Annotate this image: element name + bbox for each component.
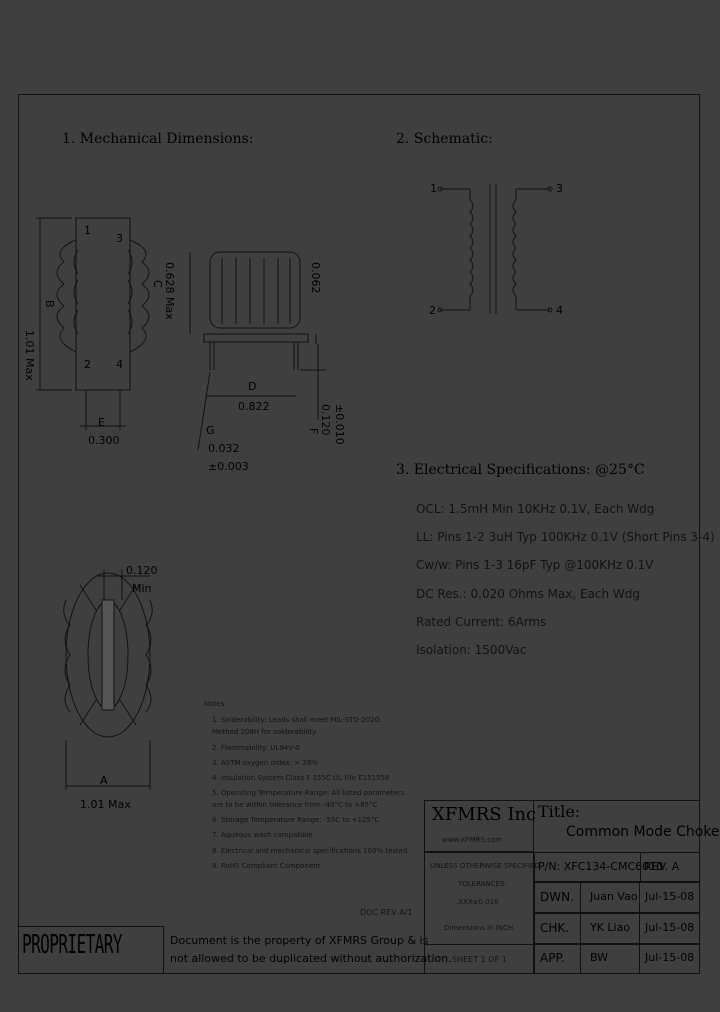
note-line: 3. ASTM oxygen index: > 28% — [212, 759, 318, 767]
note-line: 8. Electrical and mechanical specificati… — [212, 847, 408, 855]
rev-cell — [640, 852, 700, 882]
note-line: 9. RoHS Compliant Component — [212, 862, 321, 870]
pin-label-1: 1 — [84, 224, 91, 237]
name-app: BW — [590, 951, 609, 964]
bottom-view-outer — [65, 572, 151, 738]
spec-ocl: OCL: 1.5mH Min 10KHz 0.1V, Each Wdg — [416, 502, 655, 516]
spec-dcr: DC Res.: 0.020 Ohms Max, Each Wdg — [416, 587, 641, 601]
sheet-number: SHEET 1 OF 1 — [452, 955, 507, 964]
bottom-view-core — [101, 599, 115, 711]
dimensions-unit: Dimensions in INCH — [444, 924, 514, 932]
date-chk: Jul-15-08 — [645, 921, 695, 934]
front-view-body — [75, 217, 131, 391]
dim-g-letter: G — [206, 424, 215, 437]
schematic-pin-2: 2 — [429, 304, 436, 317]
spec-cww: Cw/w: Pins 1-3 16pF Typ @100KHz 0.1V — [416, 558, 654, 572]
note-line: 4. Insulation System Class F 155C UL Fil… — [212, 774, 390, 782]
dim-g-tol: ±0.003 — [208, 460, 249, 473]
dim-c-right: 0.062 — [309, 262, 322, 294]
dim-g-value: 0.032 — [208, 442, 240, 455]
proprietary-line2: not allowed to be duplicated without aut… — [170, 952, 452, 965]
section-mechanical-title: 1. Mechanical Dimensions: — [62, 131, 254, 147]
dim-b-letter: B — [43, 300, 56, 308]
note-line: Method 208H for solderability. — [212, 728, 318, 736]
dim-b-value: 1.01 Max — [23, 330, 36, 381]
dim-c-value: 0.628 Max — [163, 262, 176, 320]
side-view-coil — [209, 251, 301, 329]
pin-label-2-front: 2 — [84, 358, 91, 371]
title-value: Common Mode Choke — [566, 824, 720, 840]
date-app: Jul-15-08 — [645, 951, 695, 964]
pin-label-3: 3 — [116, 232, 123, 245]
schematic-pin-3: 3 — [556, 182, 563, 195]
unless-specified: UNLESS OTHERWISE SPECIFIED — [430, 862, 540, 870]
schematic-pin-1: 1 — [430, 182, 437, 195]
sheet-cell — [424, 944, 534, 974]
dim-f-value: 0.120 — [319, 404, 332, 436]
proprietary-label: PROPRIETARY — [22, 930, 123, 960]
dim-d-value: 0.822 — [238, 400, 270, 413]
tolerance-value: .XXX±0.010 — [456, 898, 499, 906]
schematic-pin-4: 4 — [556, 304, 563, 317]
dim-a-value: 1.01 Max — [80, 798, 131, 811]
company-website: www.XFMRS.com — [442, 836, 503, 844]
drawing-sheet — [18, 94, 700, 974]
dim-top-value: 0.120 — [126, 564, 158, 577]
name-chk: YK Liao — [590, 921, 631, 934]
note-line: 5. Operating Temperature Range: All list… — [212, 789, 405, 797]
doc-rev: DOC REV A/1 — [360, 908, 413, 917]
part-number: P/N: XFC134-CMC6010 — [538, 860, 664, 873]
dim-c-letter: C — [151, 280, 164, 288]
dim-top-min: Min — [132, 582, 152, 595]
note-line: 6. Storage Temperature Range: -55C to +1… — [212, 816, 380, 824]
note-line: are to be within tolerance from -40°C to… — [212, 801, 378, 809]
revision: REV. A — [644, 860, 680, 873]
date-dwn: Jul-15-08 — [645, 890, 695, 903]
dim-d-letter: D — [248, 380, 257, 393]
section-electrical-title: 3. Electrical Specifications: @25°C — [396, 462, 645, 478]
note-line: 2. Flammability: UL94V-0 — [212, 744, 300, 752]
note-line: 1. Solderability: Leads shall meet MIL-S… — [212, 716, 381, 724]
role-app: APP. — [540, 951, 565, 965]
dim-f-tol: ±0.010 — [333, 404, 346, 445]
spec-isolation: Isolation: 1500Vac — [416, 643, 527, 657]
note-line: 7. Aqueous wash compatible — [212, 831, 313, 839]
tolerances-label: TOLERANCES: — [458, 880, 507, 888]
spec-ll: LL: Pins 1-2 3uH Typ 100KHz 0.1V (Short … — [416, 530, 715, 544]
chk-row — [534, 913, 700, 944]
name-column — [580, 882, 640, 974]
title-label: Title: — [538, 802, 581, 821]
side-view-base — [203, 333, 309, 343]
proprietary-box — [18, 926, 164, 974]
spec-current: Rated Current: 6Arms — [416, 615, 547, 629]
role-chk: CHK. — [540, 921, 570, 935]
role-dwn: DWN. — [540, 890, 574, 904]
company-name: XFMRS Inc — [432, 804, 537, 825]
proprietary-line1: Document is the property of XFMRS Group … — [170, 934, 429, 947]
section-schematic-title: 2. Schematic: — [396, 131, 493, 147]
dim-a-letter: A — [100, 774, 108, 787]
dim-e-letter: E — [98, 416, 105, 429]
dim-e-value: 0.300 — [88, 434, 120, 447]
pin-label-4-front: 4 — [116, 358, 123, 371]
name-dwn: Juan Vao — [590, 890, 638, 903]
notes-heading: Notes: — [204, 700, 227, 708]
company-cell — [424, 800, 534, 852]
dim-f-letter: F — [307, 428, 320, 435]
